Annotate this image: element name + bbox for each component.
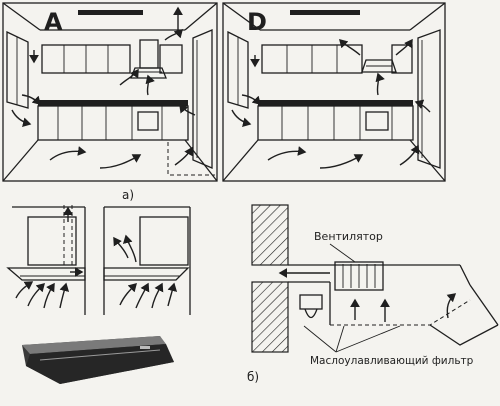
hood-photo [22, 336, 174, 384]
label-oil-filter: Маслоулавливающий фильтр [310, 355, 474, 367]
panel-label-a: A [44, 8, 63, 36]
kitchen-scene-a [2, 2, 218, 182]
hood-section-left [6, 205, 86, 315]
hood-section-right [103, 206, 191, 315]
hood-cross-section [251, 204, 499, 353]
panel-label-d: D [247, 8, 267, 36]
label-fan: Вентилятор [314, 230, 383, 243]
caption-b: б) [247, 370, 259, 384]
caption-a: а) [122, 188, 134, 202]
kitchen-scene-d [222, 2, 446, 182]
